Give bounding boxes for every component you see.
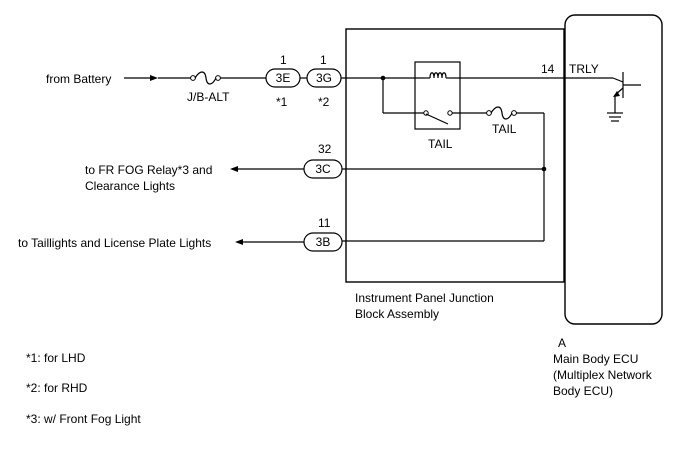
footnote-2: *2: for RHD [26, 381, 88, 395]
fog-output-label-2: Clearance Lights [85, 179, 175, 193]
ecu-name-3: Body ECU) [553, 384, 613, 398]
pin-3g: 1 [320, 53, 327, 67]
connector-3b-label: 3B [316, 235, 331, 249]
junction-block-name-2: Block Assembly [355, 307, 439, 321]
connector-3g-note: *2 [318, 95, 330, 109]
fog-arrow-head [230, 166, 238, 172]
ecu-name-1: Main Body ECU [553, 352, 638, 366]
ecu-outline [564, 14, 663, 325]
ground-icon [607, 112, 623, 122]
battery-arrow-head [150, 75, 158, 81]
ecu-name-2: (Multiplex Network [553, 368, 653, 382]
ecu-transistor [612, 72, 641, 113]
junction-block-name-1: Instrument Panel Junction [355, 291, 494, 305]
tail-fuse-label: TAIL [492, 122, 517, 136]
connector-3e-note: *1 [276, 95, 288, 109]
junction-block-outline [345, 28, 565, 283]
ecu-pin-14: 14 [541, 62, 555, 76]
relay-coil [429, 72, 447, 79]
connector-3g-label: 3G [316, 71, 332, 85]
footnote-1: *1: for LHD [26, 351, 86, 365]
connector-3e-label: 3E [276, 71, 291, 85]
relay-label: TAIL [428, 137, 453, 151]
pin-3c: 32 [318, 142, 332, 156]
tail-arrow-head [235, 239, 243, 245]
relay-switch [425, 113, 449, 125]
from-battery-label: from Battery [46, 72, 111, 86]
footnote-3: *3: w/ Front Fog Light [26, 412, 141, 426]
tail-output-label: to Taillights and License Plate Lights [18, 236, 211, 250]
pin-3b: 11 [318, 216, 331, 230]
tail-relay [414, 61, 461, 130]
fog-output-label-1: to FR FOG Relay*3 and [85, 163, 212, 177]
ecu-id: A [558, 336, 566, 350]
jb-alt-fuse [190, 71, 221, 85]
jb-alt-label: J/B-ALT [187, 90, 230, 104]
tail-fuse [486, 106, 517, 120]
connector-3c-label: 3C [315, 162, 331, 176]
ecu-pin-label: TRLY [569, 62, 599, 76]
pin-3e: 1 [280, 53, 287, 67]
